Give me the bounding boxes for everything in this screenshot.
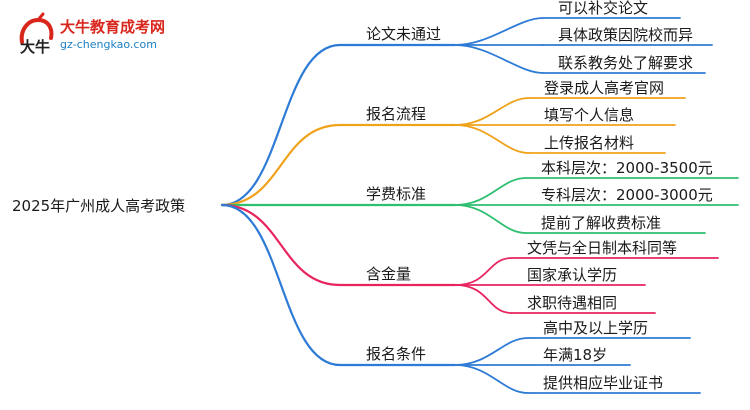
connector-root-branch-2 — [220, 123, 342, 207]
leaf-node-5-3: 提供相应毕业证书 — [543, 374, 664, 392]
leaf-node-2-1: 登录成人高考官网 — [544, 79, 665, 97]
leaf-node-5-1: 高中及以上学历 — [543, 319, 649, 337]
branch-node-2: 报名流程 — [366, 105, 427, 123]
branch-node-4: 含金量 — [366, 265, 412, 283]
bull-logo-icon: 大牛 — [19, 12, 54, 56]
logo-name: 大牛教育成考网 — [60, 18, 166, 36]
connector-branch-leaf-5-3 — [454, 364, 529, 394]
connector-root-branch-1 — [220, 43, 342, 207]
leaf-node-3-3: 提前了解收费标准 — [541, 214, 662, 232]
connector-branch-leaf-1-3 — [454, 44, 544, 74]
root-node: 2025年广州成人高考政策 — [12, 197, 186, 215]
connector-branch-leaf-2-1 — [454, 97, 530, 126]
leaf-node-4-3: 求职待遇相同 — [527, 294, 618, 312]
connector-branch-leaf-3-3 — [454, 204, 527, 234]
leaf-node-5-2: 年满18岁 — [543, 346, 608, 364]
leaf-node-4-1: 文凭与全日制本科同等 — [527, 239, 678, 257]
leaf-node-1-1: 可以补交论文 — [558, 0, 649, 17]
branch-node-5: 报名条件 — [366, 345, 427, 363]
leaf-node-3-2: 专科层次：2000-3000元 — [541, 186, 713, 204]
connector-branch-leaf-2-3 — [454, 124, 530, 154]
logo: 大牛 大牛教育成考网 gz-chengkao.com — [8, 12, 168, 58]
connector-root-branch-5 — [220, 203, 342, 367]
connector-root-branch-4 — [220, 203, 342, 287]
leaf-node-2-2: 填写个人信息 — [544, 106, 635, 124]
connector-branch-leaf-4-1 — [454, 257, 513, 286]
branch-node-1: 论文未通过 — [366, 25, 442, 43]
leaf-node-2-3: 上传报名材料 — [544, 134, 635, 152]
branch-node-3: 学费标准 — [366, 185, 427, 203]
leaf-node-1-3: 联系教务处了解要求 — [558, 54, 694, 72]
logo-mark-text: 大牛 — [20, 38, 50, 56]
connector-branch-leaf-3-1 — [454, 177, 527, 206]
leaf-node-3-1: 本科层次：2000-3500元 — [541, 159, 713, 177]
connector-branch-leaf-4-3 — [454, 284, 513, 314]
connector-branch-leaf-5-1 — [454, 337, 529, 366]
leaf-node-1-2: 具体政策因院校而异 — [558, 26, 694, 44]
logo-domain: gz-chengkao.com — [60, 38, 157, 51]
connector-branch-leaf-1-1 — [454, 17, 544, 46]
leaf-node-4-2: 国家承认学历 — [527, 266, 618, 284]
